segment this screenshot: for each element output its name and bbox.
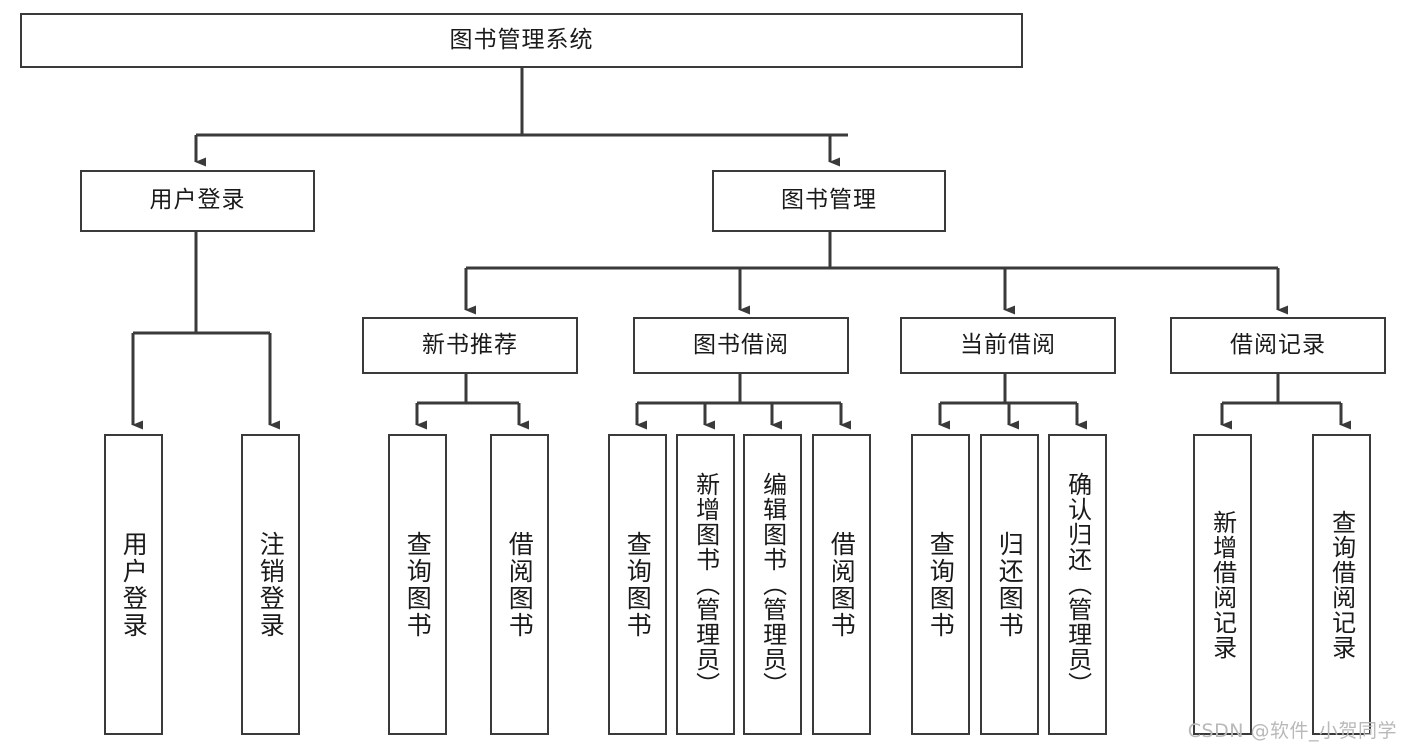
node-leaf-user-logout[interactable]: 注销登录 xyxy=(241,434,300,735)
node-leaf-edit-book[interactable]: 编辑图书（管理员） xyxy=(743,434,802,735)
node-new-book-recommend-label: 新书推荐 xyxy=(422,331,518,358)
node-leaf-query-record-label: 查询借阅记录 xyxy=(1327,509,1356,660)
node-book-borrow-label: 图书借阅 xyxy=(693,331,789,358)
node-current-borrow[interactable]: 当前借阅 xyxy=(900,317,1116,374)
node-leaf-return-book[interactable]: 归还图书 xyxy=(980,434,1039,735)
node-leaf-add-record-label: 新增借阅记录 xyxy=(1208,509,1237,660)
node-leaf-user-login[interactable]: 用户登录 xyxy=(104,434,163,735)
node-leaf-query-book-2[interactable]: 查询图书 xyxy=(608,434,667,735)
node-leaf-query-book-1[interactable]: 查询图书 xyxy=(388,434,447,735)
node-leaf-query-book-3-label: 查询图书 xyxy=(926,530,956,639)
node-current-borrow-label: 当前借阅 xyxy=(960,331,1056,358)
node-book-borrow[interactable]: 图书借阅 xyxy=(633,317,849,374)
node-leaf-confirm-return-label: 确认归还（管理员） xyxy=(1063,472,1092,697)
node-borrow-record-label: 借阅记录 xyxy=(1230,331,1326,358)
node-leaf-user-login-label: 用户登录 xyxy=(119,530,149,639)
node-new-book-recommend[interactable]: 新书推荐 xyxy=(362,317,578,374)
node-leaf-query-book-3[interactable]: 查询图书 xyxy=(911,434,970,735)
node-leaf-query-book-2-label: 查询图书 xyxy=(623,530,653,639)
node-leaf-borrow-book-1[interactable]: 借阅图书 xyxy=(490,434,549,735)
node-leaf-add-record[interactable]: 新增借阅记录 xyxy=(1193,434,1252,735)
node-user-login-label: 用户登录 xyxy=(149,187,246,214)
node-leaf-query-record[interactable]: 查询借阅记录 xyxy=(1312,434,1371,735)
node-root-label: 图书管理系统 xyxy=(449,26,594,53)
node-user-login[interactable]: 用户登录 xyxy=(80,170,315,232)
node-root-book-management-system[interactable]: 图书管理系统 xyxy=(20,13,1023,68)
node-leaf-borrow-book-2-label: 借阅图书 xyxy=(827,530,857,639)
node-leaf-borrow-book-2[interactable]: 借阅图书 xyxy=(812,434,871,735)
node-leaf-user-logout-label: 注销登录 xyxy=(256,530,286,639)
node-book-management-label: 图书管理 xyxy=(781,187,877,214)
node-borrow-record[interactable]: 借阅记录 xyxy=(1170,317,1386,374)
node-leaf-add-book-label: 新增图书（管理员） xyxy=(691,472,720,697)
node-book-management[interactable]: 图书管理 xyxy=(712,170,946,232)
node-leaf-query-book-1-label: 查询图书 xyxy=(403,530,433,639)
node-leaf-return-book-label: 归还图书 xyxy=(995,530,1025,639)
csdn-watermark: CSDN @软件_小贺同学 xyxy=(1187,720,1397,742)
node-leaf-edit-book-label: 编辑图书（管理员） xyxy=(758,472,787,697)
node-leaf-confirm-return[interactable]: 确认归还（管理员） xyxy=(1048,434,1107,735)
node-leaf-add-book[interactable]: 新增图书（管理员） xyxy=(676,434,735,735)
node-leaf-borrow-book-1-label: 借阅图书 xyxy=(505,530,535,639)
